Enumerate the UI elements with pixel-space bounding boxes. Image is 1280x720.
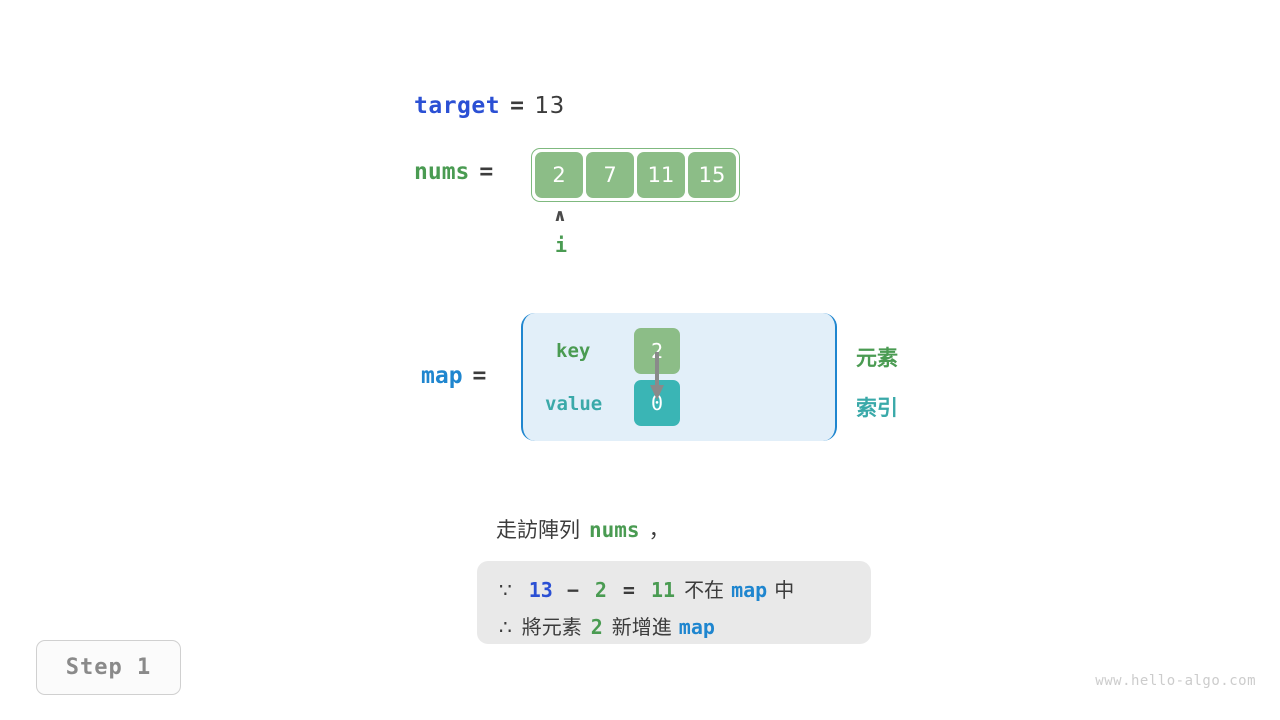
map-side-label-index: 索引 [856, 396, 898, 420]
target-declaration: target = 13 [414, 93, 565, 119]
map-variable-name: map [421, 363, 463, 389]
nums-variable-name: nums [414, 159, 470, 185]
callout-line-because: ∵ 13 − 2 = 11 不在 map 中 [499, 574, 794, 603]
callout-target-value: 13 [528, 578, 553, 602]
pointer-label-i: i [555, 233, 568, 257]
key-to-value-arrow-icon [650, 352, 664, 400]
watermark: www.hello-algo.com [1095, 673, 1256, 689]
callout-in-text: 中 [774, 578, 795, 602]
callout-map-name: map [731, 578, 768, 602]
array-cell: 15 [688, 152, 736, 198]
array-cell: 11 [637, 152, 685, 198]
map-row-label-key: key [556, 340, 591, 362]
description-line: 走訪陣列 nums ， [496, 514, 670, 544]
map-value-cell: 0 [634, 380, 680, 426]
callout-not-in-text: 不在 [684, 578, 725, 602]
target-value: 13 [534, 93, 565, 119]
callout-target-map-name: map [678, 615, 715, 639]
callout-element-value: 2 [594, 578, 607, 602]
callout-added-element-value: 2 [590, 615, 603, 639]
target-variable-name: target [414, 93, 501, 119]
callout-minus-operator: − [566, 578, 579, 602]
callout-equals-operator: = [622, 578, 635, 602]
array-cell: 7 [586, 152, 634, 198]
array-cell: 2 [535, 152, 583, 198]
callout-result-value: 11 [650, 578, 676, 602]
nums-declaration: nums = [414, 159, 503, 185]
nums-equals-sign: = [479, 159, 494, 185]
map-declaration: map = [421, 363, 496, 389]
target-equals-sign: = [510, 93, 525, 119]
nums-array: 2 7 11 15 [531, 148, 740, 202]
map-side-label-element: 元素 [856, 346, 898, 370]
callout-insert-text: 新增進 [611, 615, 672, 639]
because-symbol-icon: ∵ [499, 578, 512, 602]
description-suffix: ， [648, 518, 670, 542]
therefore-symbol-icon: ∴ [499, 615, 512, 639]
map-row-label-value: value [545, 393, 603, 415]
callout-add-element-text: 將元素 [521, 615, 582, 639]
map-equals-sign: = [472, 363, 487, 389]
callout-line-therefore: ∴ 將元素 2 新增進 map [499, 611, 722, 640]
reasoning-callout: ∵ 13 − 2 = 11 不在 map 中 ∴ 將元素 2 新增進 map [477, 561, 871, 644]
pointer-caret-icon: ∧ [553, 206, 567, 226]
description-variable: nums [589, 518, 640, 542]
step-badge: Step 1 [36, 640, 181, 695]
description-prefix: 走訪陣列 [496, 518, 580, 542]
